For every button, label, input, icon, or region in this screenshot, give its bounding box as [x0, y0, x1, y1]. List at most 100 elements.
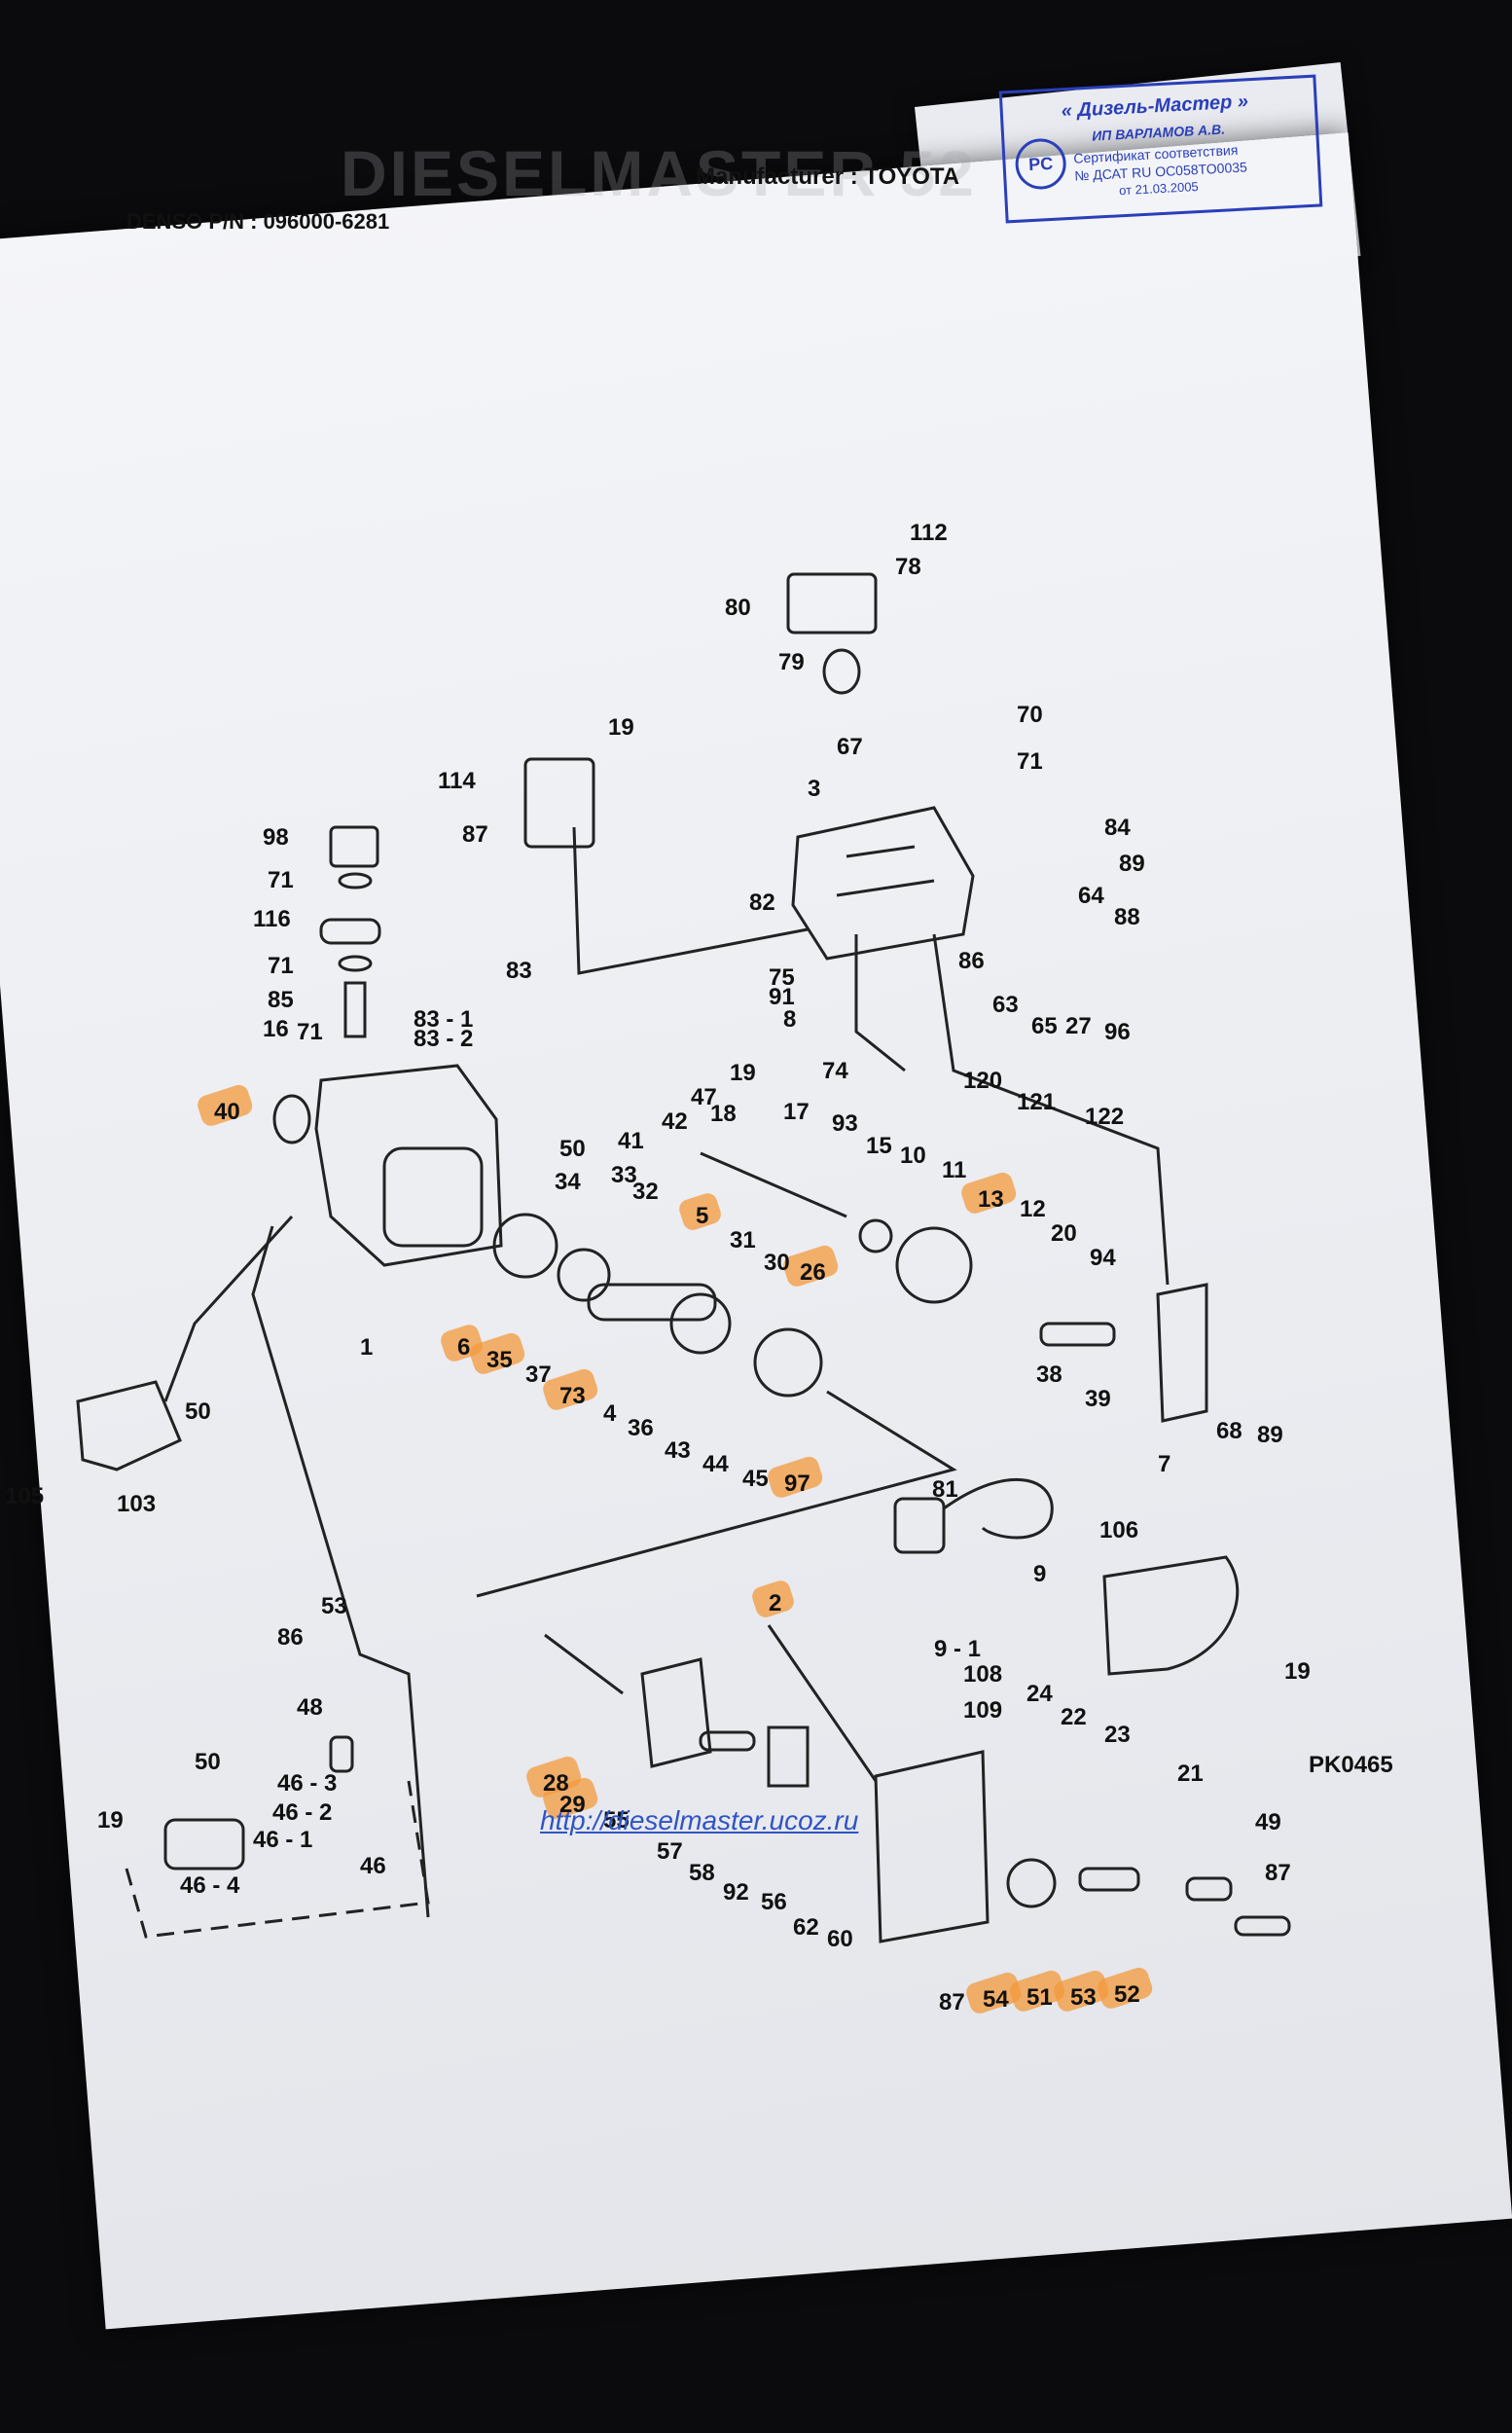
part-callout: 20: [1051, 1220, 1077, 1247]
part-callout: 73: [559, 1383, 586, 1409]
part-callout: 60: [827, 1926, 853, 1952]
spring-part: [767, 1725, 810, 1788]
part-callout: 9: [1033, 1561, 1046, 1587]
bracket-part: [1102, 1555, 1240, 1676]
part-callout: 37: [525, 1362, 552, 1388]
pipe-part: [943, 1477, 1054, 1540]
exploded-parts-diagram: 405132663573972282954515352: [5, 520, 1291, 2015]
part-callout: 55: [603, 1807, 630, 1834]
part-callout: 45: [742, 1466, 769, 1492]
part-callout: 12: [1020, 1196, 1046, 1222]
bracket-part: [523, 757, 595, 849]
part-callout: 46: [360, 1853, 386, 1879]
fuel-cut-solenoid-part: [893, 1497, 946, 1554]
part-callout: 10: [900, 1143, 926, 1169]
part-callout: 1: [360, 1334, 373, 1361]
timer-piston-part: [1039, 1322, 1116, 1347]
part-callout: 83: [506, 958, 532, 984]
pump-cover-part: [791, 806, 975, 961]
part-callout: 7: [1158, 1451, 1170, 1477]
website-link[interactable]: http://dieselmaster.ucoz.ru: [540, 1805, 859, 1835]
part-callout: 38: [1036, 1362, 1062, 1388]
diagram-code: PK0465: [1309, 1752, 1393, 1778]
part-callout: 106: [1099, 1517, 1138, 1543]
part-callout: 71: [268, 867, 294, 893]
part-callout: 19: [97, 1807, 124, 1834]
part-callout: 40: [214, 1099, 240, 1125]
plunger-rod-part: [544, 1633, 624, 1695]
part-callout: 120: [963, 1068, 1002, 1094]
bolt-part: [343, 981, 367, 1038]
part-callout: 63: [992, 992, 1019, 1018]
part-callout: 87: [939, 1989, 965, 2015]
highlight-mark: [470, 1332, 525, 1374]
highlight-mark: [961, 1172, 1017, 1214]
part-callout: 33: [611, 1162, 637, 1188]
part-callout: 71: [268, 953, 294, 979]
part-callout: 83 - 2: [414, 1026, 473, 1052]
part-callout: 98: [263, 824, 289, 851]
part-callout: 86: [277, 1624, 304, 1651]
part-callout: 68: [1216, 1418, 1242, 1444]
part-callout: 52: [1114, 1981, 1140, 2008]
cap-nut-part: [329, 825, 379, 868]
part-callout: 9 - 1: [934, 1636, 981, 1662]
part-callout: 74: [822, 1058, 848, 1084]
highlight-mark: [966, 1972, 1022, 2014]
part-callout: 105: [5, 1483, 44, 1509]
part-callout: 65: [1031, 1013, 1058, 1039]
part-callout: 46 - 2: [272, 1799, 332, 1826]
part-callout: 92: [723, 1879, 749, 1906]
part-callout: 85: [268, 987, 294, 1013]
delivery-valve-part: [1006, 1858, 1057, 1908]
highlight-mark: [543, 1368, 598, 1410]
part-callout: 70: [1017, 702, 1043, 728]
part-callout: 22: [1061, 1704, 1087, 1730]
bolt-part: [1234, 1915, 1291, 1937]
part-callout: 71: [297, 1019, 323, 1045]
plunger-part: [640, 1657, 712, 1768]
part-callout: 34: [555, 1169, 581, 1195]
part-callout: 29: [559, 1792, 586, 1818]
part-callout: 112: [910, 520, 948, 546]
part-callout: 88: [1114, 904, 1140, 930]
part-callout: 50: [185, 1398, 211, 1425]
part-callout: 82: [749, 890, 775, 916]
pump-housing-part: [314, 1064, 503, 1267]
part-callout: 42: [662, 1108, 688, 1135]
part-callout: 4: [603, 1400, 617, 1427]
part-callout: 109: [963, 1697, 1002, 1724]
highlight-mark: [1098, 1967, 1153, 2009]
highlight-mark: [198, 1084, 253, 1126]
part-callout: 44: [702, 1451, 729, 1477]
part-callout: 46 - 3: [277, 1770, 337, 1797]
part-callout: 24: [1026, 1681, 1053, 1707]
oil-seal-part: [272, 1094, 311, 1144]
part-callout: 87: [462, 821, 488, 848]
part-callout: 19: [608, 714, 634, 741]
roller-ring-part: [669, 1292, 732, 1355]
part-callout: 71: [1017, 748, 1043, 775]
part-callout: 32: [632, 1179, 659, 1205]
part-callout: 86: [958, 948, 985, 974]
part-callout: 2: [769, 1590, 781, 1616]
part-callout: 108: [963, 1661, 1002, 1688]
part-callout: 11: [942, 1157, 966, 1183]
overflow-valve-part: [163, 1818, 245, 1870]
part-callout: 79: [778, 649, 805, 675]
part-callout: 47: [691, 1084, 717, 1110]
part-callout: 5: [696, 1203, 708, 1229]
part-callout: 81: [932, 1476, 958, 1503]
sub-assembly-outline: [125, 1780, 430, 1939]
spring-part: [699, 1730, 756, 1752]
highlight-mark: [752, 1580, 794, 1617]
cam-plate-part: [753, 1327, 823, 1398]
part-callout: 122: [1085, 1104, 1124, 1130]
part-callout: 121: [1017, 1089, 1056, 1115]
part-callout: 13: [978, 1186, 1004, 1213]
banjo-fitting-part: [319, 918, 381, 945]
part-callout: 39: [1085, 1386, 1111, 1412]
spring-part: [822, 648, 861, 695]
manufacturer: Manufacturer : TOYOTA: [696, 163, 960, 190]
part-callout: 80: [725, 595, 751, 621]
